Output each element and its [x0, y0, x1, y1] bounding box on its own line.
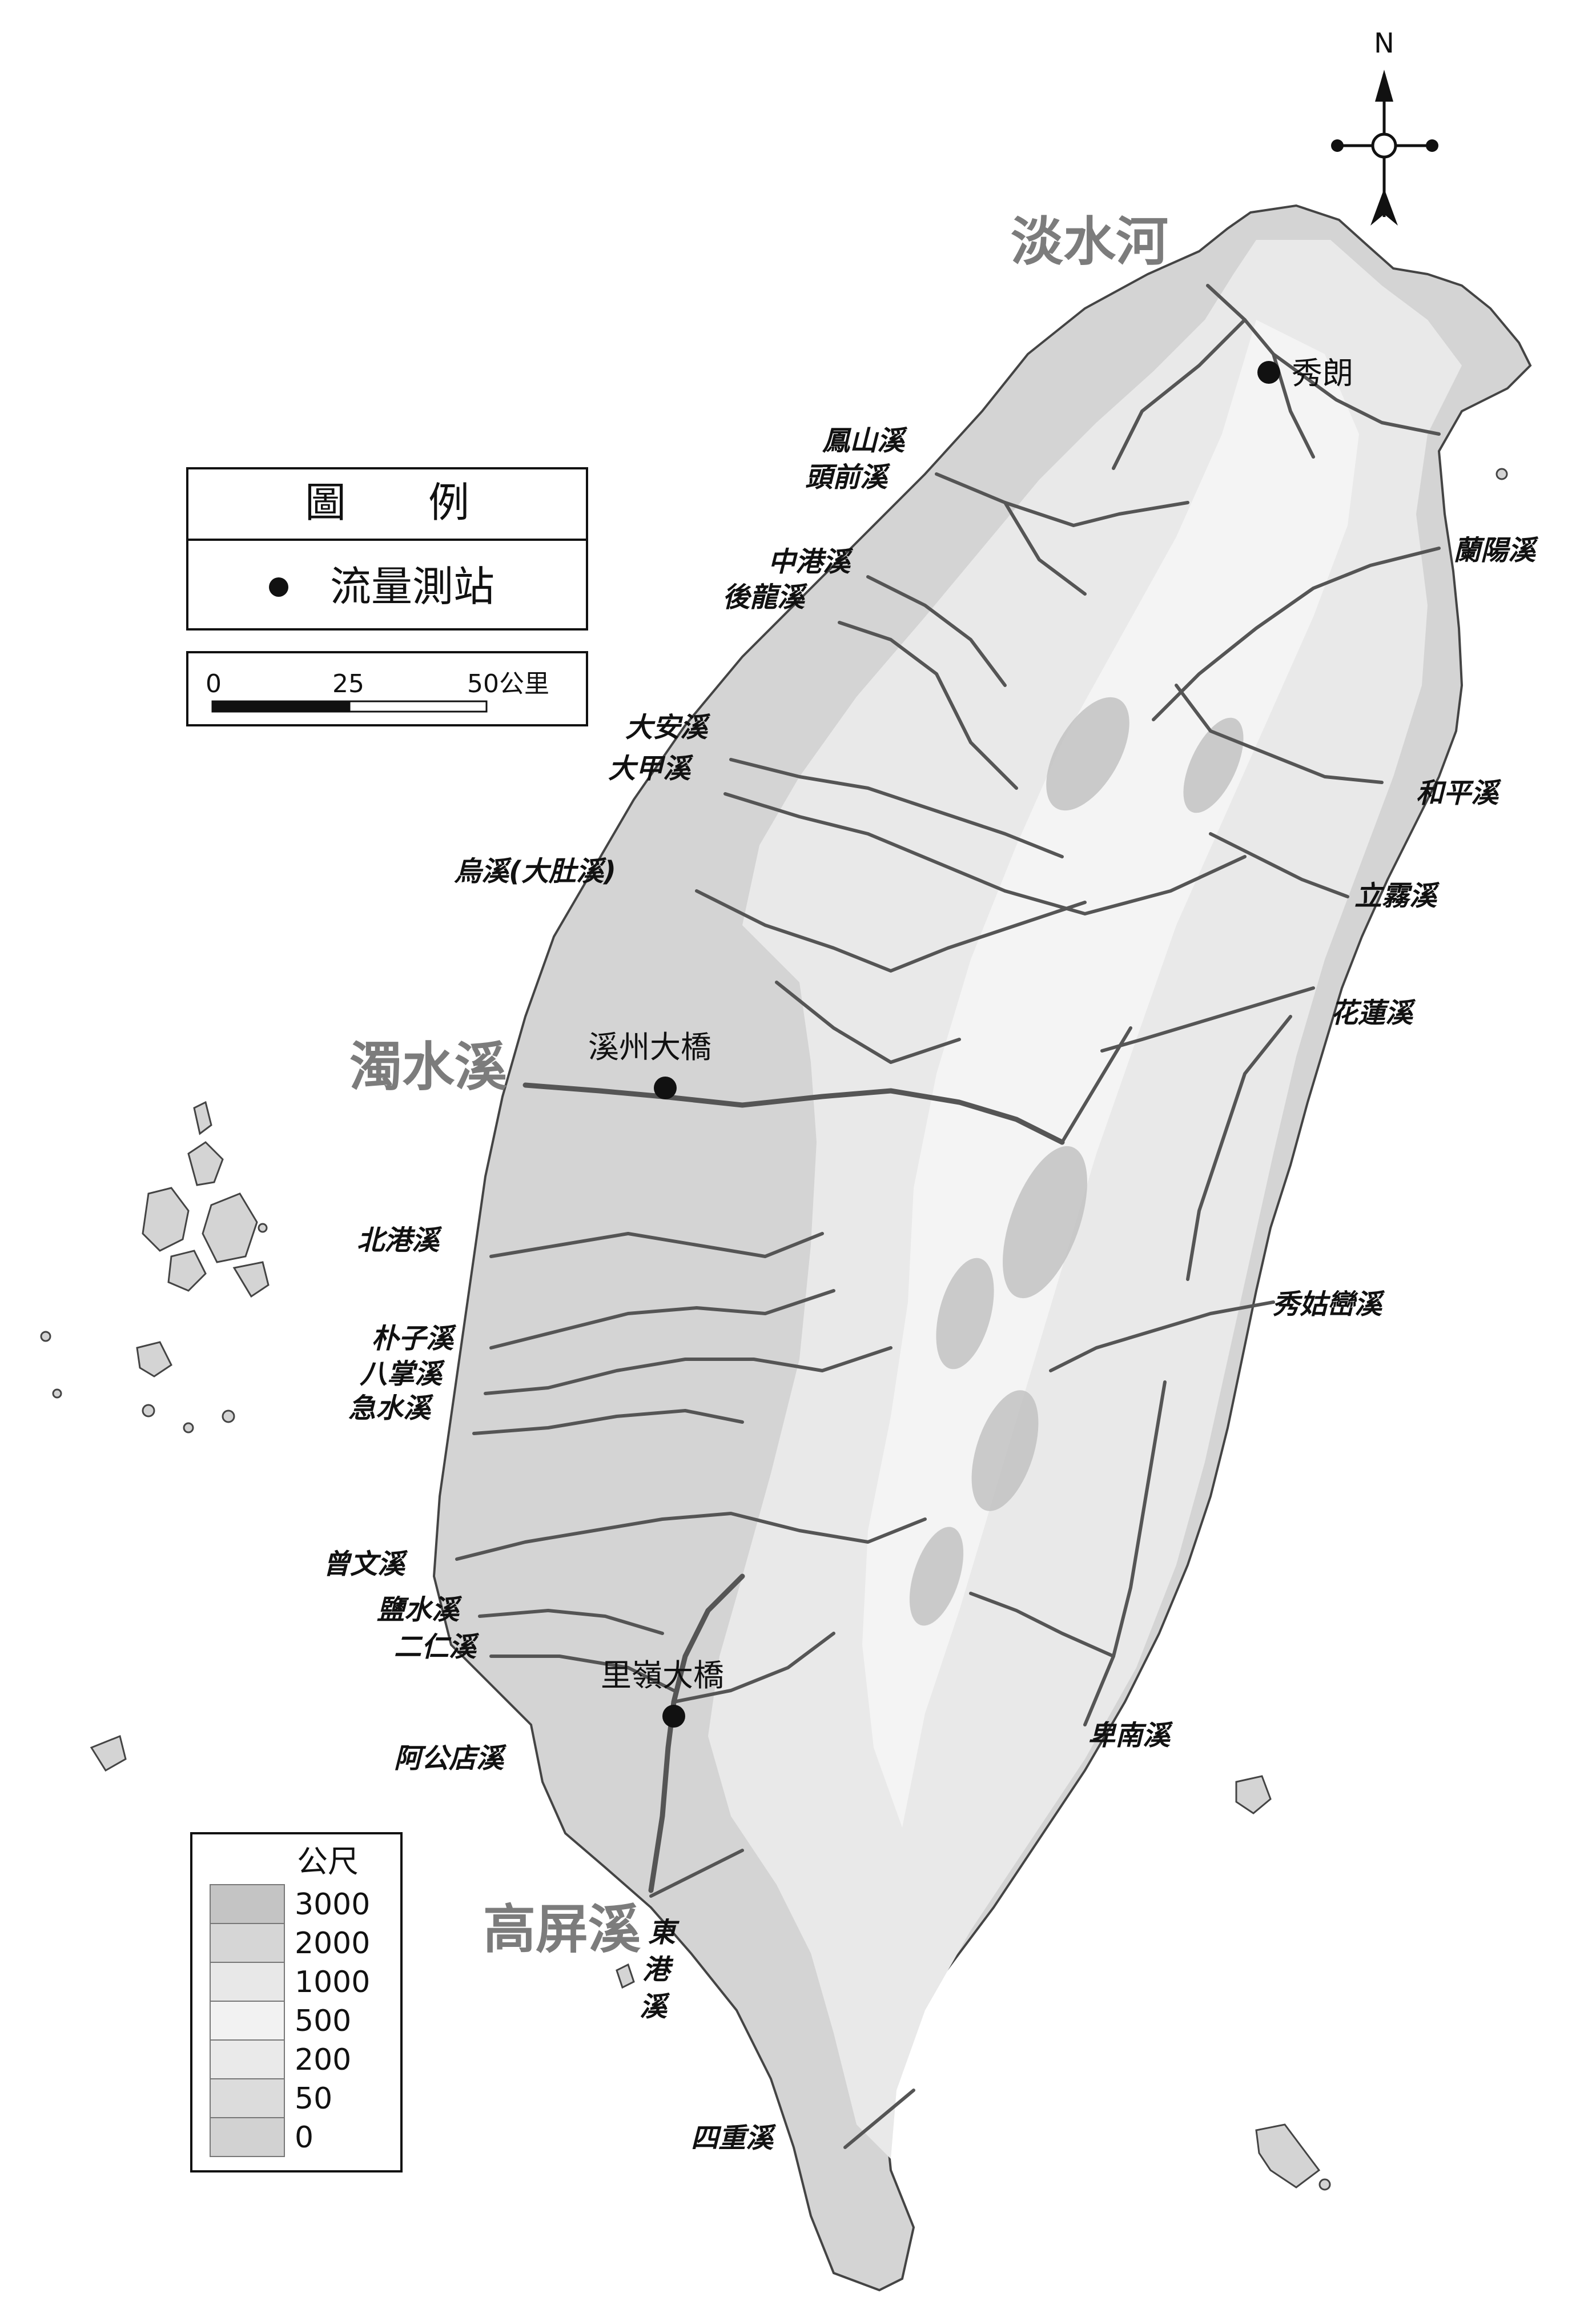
elevation-swatch — [210, 2001, 285, 2041]
elevation-swatch — [210, 2039, 285, 2079]
station-xiulang-label: 秀朗 — [1292, 355, 1353, 391]
legend-box: 圖 例 流量測站 — [186, 467, 588, 631]
elevation-swatch — [210, 1923, 285, 1963]
label-xiuguluan: 秀姑巒溪 — [1272, 1288, 1385, 1320]
high-peaks — [909, 697, 1244, 1626]
label-agongdian: 阿公店溪 — [394, 1742, 507, 1774]
label-bazhang: 八掌溪 — [360, 1358, 445, 1390]
major-river-labels: 淡水河 濁水溪 高屏溪 — [349, 211, 1168, 1960]
scale-tick-25: 25 — [332, 669, 364, 698]
label-lanyang: 蘭陽溪 — [1453, 535, 1539, 567]
north-arrow: N — [1331, 27, 1438, 226]
elevation-swatch — [210, 1884, 285, 1924]
label-zhonggang: 中港溪 — [768, 546, 854, 578]
label-zengwen: 曾文溪 — [323, 1548, 408, 1580]
label-fengshan: 鳳山溪 — [822, 425, 908, 457]
elevation-swatch-label: 50 — [295, 2082, 332, 2116]
label-gaoping-river: 高屏溪 — [483, 1899, 641, 1960]
flow-stations: 秀朗 溪州大橋 里嶺大橋 — [588, 355, 1353, 1728]
station-xizhou-label: 溪州大橋 — [588, 1029, 711, 1065]
label-erren: 二仁溪 — [394, 1631, 480, 1663]
label-liwu: 立霧溪 — [1354, 880, 1440, 912]
penghu-islands — [40, 1101, 270, 1772]
legend-title: 圖 例 — [305, 479, 469, 527]
label-puzi: 朴子溪 — [371, 1323, 457, 1355]
label-wu: 烏溪(大肚溪) — [454, 856, 616, 888]
label-dajia: 大甲溪 — [608, 753, 694, 785]
elevation-swatch — [210, 2078, 285, 2118]
label-beinan: 卑南溪 — [1088, 1720, 1173, 1752]
elevation-swatch-label: 500 — [295, 2004, 351, 2038]
station-liling-icon — [662, 1705, 685, 1728]
elevation-swatch — [210, 2117, 285, 2157]
south-arrow-tail-icon — [1370, 188, 1398, 226]
label-donggang-2: 港 — [642, 1954, 674, 1986]
elevation-swatch-label: 0 — [295, 2121, 313, 2155]
label-jishui: 急水溪 — [348, 1392, 434, 1424]
scale-tick-0: 0 — [206, 669, 222, 698]
label-donggang-3: 溪 — [640, 1991, 670, 2023]
scale-tick-50: 50公里 — [467, 669, 549, 698]
river-labels: 鳳山溪 頭前溪 中港溪 後龍溪 大安溪 大甲溪 烏溪(大肚溪) 北港溪 朴子溪 … — [323, 425, 1539, 2154]
station-liling-label: 里嶺大橋 — [601, 1657, 724, 1693]
label-zhuoshui-river: 濁水溪 — [349, 1037, 508, 1098]
elevation-unit: 公尺 — [297, 1844, 359, 1880]
label-daan: 大安溪 — [625, 712, 711, 744]
elevation-swatch-label: 3000 — [295, 1888, 370, 1922]
label-houlong: 後龍溪 — [722, 581, 808, 613]
other-islands — [616, 468, 1508, 2191]
label-heping: 和平溪 — [1416, 777, 1502, 809]
elevation-swatch-label: 200 — [295, 2043, 351, 2077]
label-tamsui-river: 淡水河 — [1011, 211, 1168, 272]
taiwan-island — [432, 204, 1532, 2292]
station-xiulang-icon — [1257, 361, 1280, 384]
north-arrow-head-icon — [1375, 70, 1393, 102]
legend-station-label: 流量測站 — [330, 563, 495, 611]
label-hualien: 花蓮溪 — [1330, 997, 1416, 1029]
scale-bar: 0 25 50公里 — [186, 651, 588, 726]
label-sichong: 四重溪 — [691, 2122, 777, 2154]
station-xizhou-icon — [654, 1077, 677, 1099]
elevation-swatch-label: 1000 — [295, 1965, 370, 1999]
rivers — [455, 284, 1441, 2149]
compass-north-label: N — [1374, 27, 1394, 59]
label-touqian: 頭前溪 — [805, 461, 891, 493]
legend-station-icon — [269, 577, 288, 597]
elevation-swatch — [210, 1962, 285, 2002]
elevation-swatch-label: 2000 — [295, 1926, 370, 1961]
label-donggang-1: 東 — [648, 1917, 680, 1949]
label-yanshui: 鹽水溪 — [377, 1594, 463, 1626]
label-beigang: 北港溪 — [357, 1224, 443, 1256]
